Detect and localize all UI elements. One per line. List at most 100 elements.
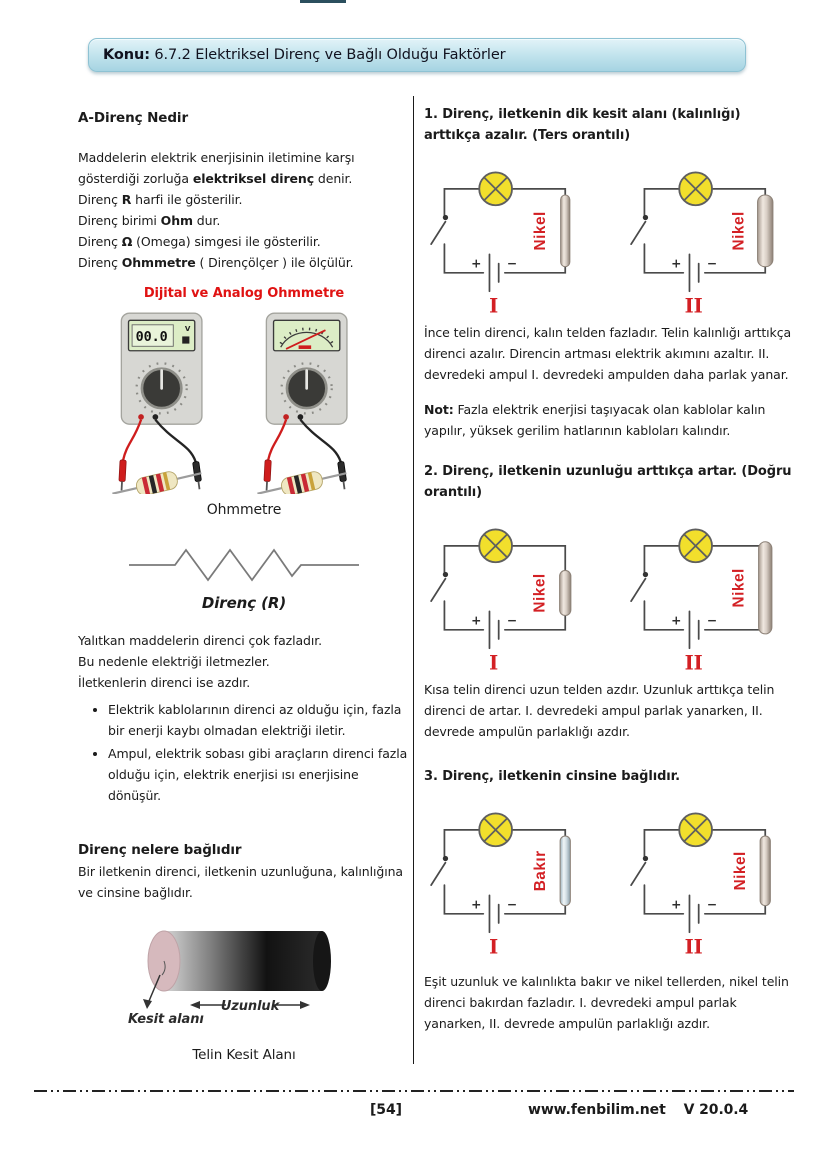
section-2-body: Kısa telin direnci uzun telden azdır. Uz…: [424, 682, 775, 739]
wire-rod: [559, 569, 572, 616]
section-3-body: Eşit uzunluk ve kalınlıkta bakır ve nike…: [424, 974, 789, 1031]
wire-cylinder-figure: Kesit alanı Uzunluk: [78, 917, 410, 1035]
ohmmeter-caption: Ohmmetre: [206, 502, 282, 518]
svg-text:+: +: [471, 257, 481, 271]
wire-label: Bakır: [532, 850, 549, 891]
svg-text:−: −: [707, 257, 717, 271]
ohmmeter-red-caption: Dijital ve Analog Ohmmetre: [143, 286, 345, 301]
circuit-diagram: + − Nikel II: [630, 528, 773, 675]
wire-label: Nikel: [532, 573, 549, 612]
resistor-component: [112, 471, 202, 496]
section-heading-nelere-baglidir: Direnç nelere bağlıdır: [78, 842, 242, 858]
black-lead: [154, 418, 197, 463]
red-lead: [122, 419, 143, 461]
section-1-circuits: + − Nikel I + − Nikel II: [424, 158, 800, 318]
svg-text:−: −: [707, 614, 717, 628]
switch-icon: [642, 855, 649, 862]
wire-cylinder: Kesit alanı Uzunluk: [128, 930, 331, 1027]
wire-label: Nikel: [731, 568, 748, 607]
dial-ticks: [280, 362, 333, 415]
red-probe: [118, 459, 127, 491]
svg-text:−: −: [507, 898, 517, 912]
black-probe: [192, 461, 202, 490]
meter-needle: [285, 329, 326, 350]
intro-line: Direnç birimi Ohm dur.: [78, 213, 221, 228]
dependency-paragraph: Bir iletkenin direnci, iletkenin uzunluğ…: [78, 864, 403, 900]
intro-line: Direnç Ω (Omega) simgesi ile gösterilir.: [78, 234, 321, 249]
bullet-item: Ampul, elektrik sobası gibi araçların di…: [108, 743, 410, 806]
switch-icon: [442, 214, 449, 221]
section-1-note: Not: Fazla elektrik enerjisi taşıyacak o…: [424, 402, 766, 438]
page-number: [54]: [370, 1102, 402, 1118]
circuit-numeral: I: [489, 936, 498, 959]
circuit-numeral: II: [685, 295, 703, 318]
svg-text:−: −: [707, 898, 717, 912]
resistor-symbol-label: Direnç (R): [201, 594, 287, 612]
circuit-diagram: + − Nikel II: [630, 171, 774, 318]
bullet-list: Elektrik kablolarının direnci az olduğu …: [78, 699, 410, 806]
footer-right: www.fenbilim.net V 20.0.4: [528, 1100, 748, 1121]
circuit-numeral: I: [489, 652, 498, 675]
svg-text:+: +: [671, 898, 681, 912]
lcd-value: 00.0: [136, 330, 168, 345]
red-probe: [263, 459, 272, 491]
insulator-paragraph: Yalıtkan maddelerin direnci çok fazladır…: [78, 633, 323, 690]
svg-text:+: +: [471, 614, 481, 628]
resistor-symbol-figure: Direnç (R): [78, 545, 410, 614]
section-1-body: İnce telin direnci, kalın telden fazladı…: [424, 325, 792, 382]
intro-line: Direnç Ohmmetre ( Dirençölçer ) ile ölçü…: [78, 255, 354, 270]
left-column: A-Direnç Nedir Maddelerin elektrik enerj…: [78, 108, 410, 1066]
red-port: [283, 414, 289, 420]
cross-section-label: Kesit alanı: [128, 1012, 204, 1027]
black-port: [152, 414, 159, 420]
circuit-diagram: + − Nikel II: [630, 812, 771, 959]
analog-ohmmeter: [257, 312, 348, 496]
column-divider: [413, 96, 414, 1064]
resistor-symbol: [129, 548, 359, 582]
digital-ohmmeter: 00.0 V: [112, 312, 203, 496]
circuit-diagram: + − Bakır I: [430, 812, 571, 959]
section-heading-direnc-nedir: A-Direnç Nedir: [78, 110, 189, 126]
switch-icon: [642, 214, 649, 221]
wire-rod: [759, 835, 771, 907]
ohmmeter-figure: 00.0 V: [78, 306, 410, 500]
svg-text:−: −: [507, 257, 517, 271]
circuit-numeral: II: [685, 652, 703, 675]
section-3-circuits: + − Bakır I + − Nikel II: [424, 799, 800, 959]
switch-icon: [442, 571, 449, 578]
switch-icon: [642, 571, 649, 578]
circuit-diagram: + − Nikel I: [430, 171, 571, 318]
black-lead: [299, 418, 342, 463]
wire-rod: [758, 541, 773, 635]
red-port: [138, 414, 144, 420]
topic-header: Konu: 6.7.2 Elektriksel Direnç ve Bağlı …: [88, 38, 746, 72]
cylinder-caption: Telin Kesit Alanı: [192, 1047, 296, 1063]
circuit-diagram: + − Nikel I: [430, 528, 572, 675]
section-2-circuits: + − Nikel I + − Nikel II: [424, 515, 800, 675]
intro-line: Maddelerin elektrik enerjisinin iletimin…: [78, 150, 355, 186]
website: www.fenbilim.net: [528, 1102, 666, 1118]
topic-title: 6.7.2 Elektriksel Direnç ve Bağlı Olduğu…: [149, 47, 506, 63]
wire-label: Nikel: [732, 851, 749, 890]
svg-text:−: −: [507, 614, 517, 628]
intro-paragraph: Maddelerin elektrik enerjisinin iletimin…: [78, 147, 410, 273]
version: V 20.0.4: [683, 1102, 749, 1118]
length-label: Uzunluk: [221, 999, 281, 1014]
wire-label: Nikel: [532, 211, 549, 250]
wire-rod: [560, 194, 571, 268]
right-column: 1. Direnç, iletkenin dik kesit alanı (ka…: [424, 104, 800, 1034]
lcd-unit: V: [185, 324, 191, 333]
cylinder-body: [164, 931, 322, 991]
svg-text:+: +: [671, 257, 681, 271]
ohmmeter-illustration: 00.0 V: [112, 312, 348, 496]
black-probe: [337, 461, 347, 490]
section-3-heading: 3. Direnç, iletkenin cinsine bağlıdır.: [424, 769, 680, 784]
topic-label: Konu:: [103, 47, 150, 63]
top-edge-mark: [300, 0, 346, 3]
switch-icon: [442, 855, 449, 862]
circuit-numeral: II: [685, 936, 703, 959]
svg-text:+: +: [471, 898, 481, 912]
intro-line: Direnç R harfi ile gösterilir.: [78, 192, 243, 207]
section-1-heading: 1. Direnç, iletkenin dik kesit alanı (ka…: [424, 107, 741, 143]
